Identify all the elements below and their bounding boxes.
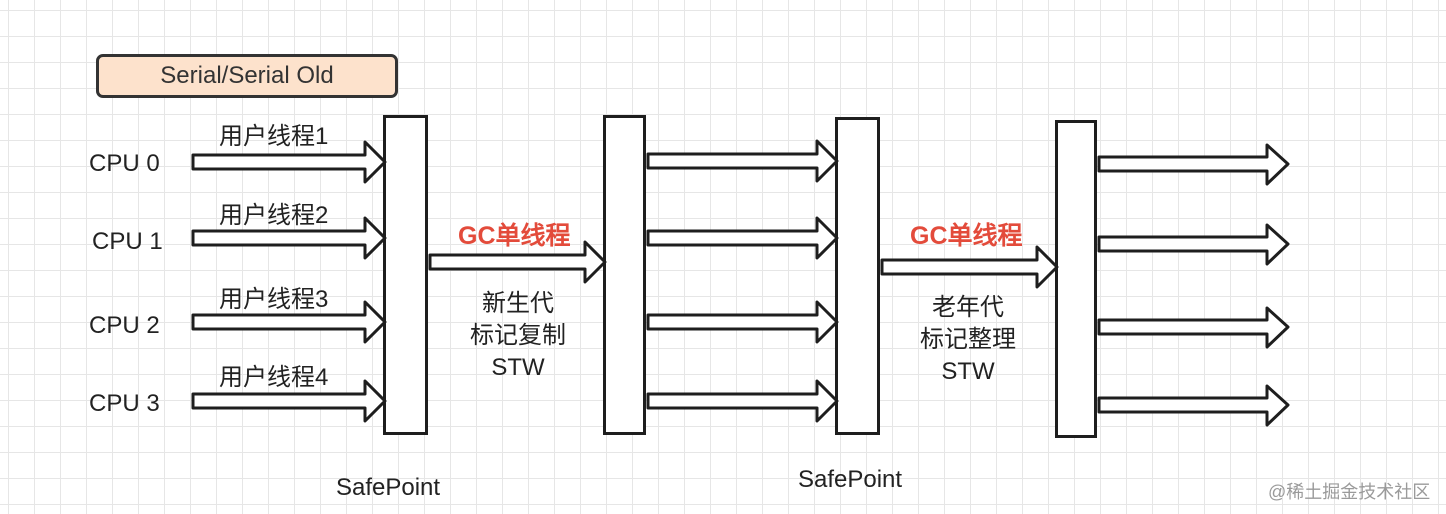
safepoint-label-2: SafePoint xyxy=(798,466,903,493)
gc-phase-2-stw: STW xyxy=(941,358,995,385)
arrow-resume-2 xyxy=(646,300,839,344)
arrow-final-1 xyxy=(1097,223,1290,266)
gc-phase-1-stw: STW xyxy=(491,354,545,381)
safepoint-bar-2 xyxy=(835,117,880,435)
gc-phase-2-label: GC单线程 xyxy=(910,222,1023,250)
gc-phase-2-algorithm: 标记整理 xyxy=(920,326,1016,353)
safepoint-label-1: SafePoint xyxy=(336,474,441,501)
gc-phase-1-label: GC单线程 xyxy=(458,222,571,250)
cpu-label-2: CPU 2 xyxy=(89,312,160,339)
gc-phase-1-generation: 新生代 xyxy=(482,290,554,317)
cpu-label-0: CPU 0 xyxy=(89,150,160,177)
arrow-cpu2 xyxy=(191,300,387,344)
gc-end-bar-2 xyxy=(1055,120,1097,438)
user-thread-label-1: 用户线程1 xyxy=(219,123,329,150)
cpu-label-1: CPU 1 xyxy=(92,228,163,255)
user-thread-label-3: 用户线程3 xyxy=(219,286,329,313)
cpu-label-3: CPU 3 xyxy=(89,390,160,417)
collector-title: Serial/Serial Old xyxy=(96,54,398,98)
arrow-cpu3 xyxy=(191,379,387,423)
watermark: @稀土掘金技术社区 xyxy=(1268,482,1431,502)
arrow-gc-1 xyxy=(428,240,607,284)
arrow-final-2 xyxy=(1097,306,1290,349)
gc-phase-1-algorithm: 标记复制 xyxy=(470,322,566,349)
arrow-resume-1 xyxy=(646,216,839,260)
arrow-gc-2 xyxy=(880,245,1059,289)
gc-end-bar-1 xyxy=(603,115,646,435)
arrow-resume-0 xyxy=(646,139,839,183)
arrow-cpu1 xyxy=(191,216,387,260)
gc-phase-2-desc: 老年代 标记整理 STW xyxy=(898,292,1038,388)
gc-phase-1-desc: 新生代 标记复制 STW xyxy=(448,288,588,384)
arrow-final-0 xyxy=(1097,143,1290,186)
arrow-cpu0 xyxy=(191,140,387,184)
user-thread-label-2: 用户线程2 xyxy=(219,202,329,229)
safepoint-bar-1 xyxy=(383,115,428,435)
arrow-final-3 xyxy=(1097,384,1290,427)
gc-phase-2-generation: 老年代 xyxy=(932,294,1004,321)
arrow-resume-3 xyxy=(646,379,839,423)
user-thread-label-4: 用户线程4 xyxy=(219,364,329,391)
